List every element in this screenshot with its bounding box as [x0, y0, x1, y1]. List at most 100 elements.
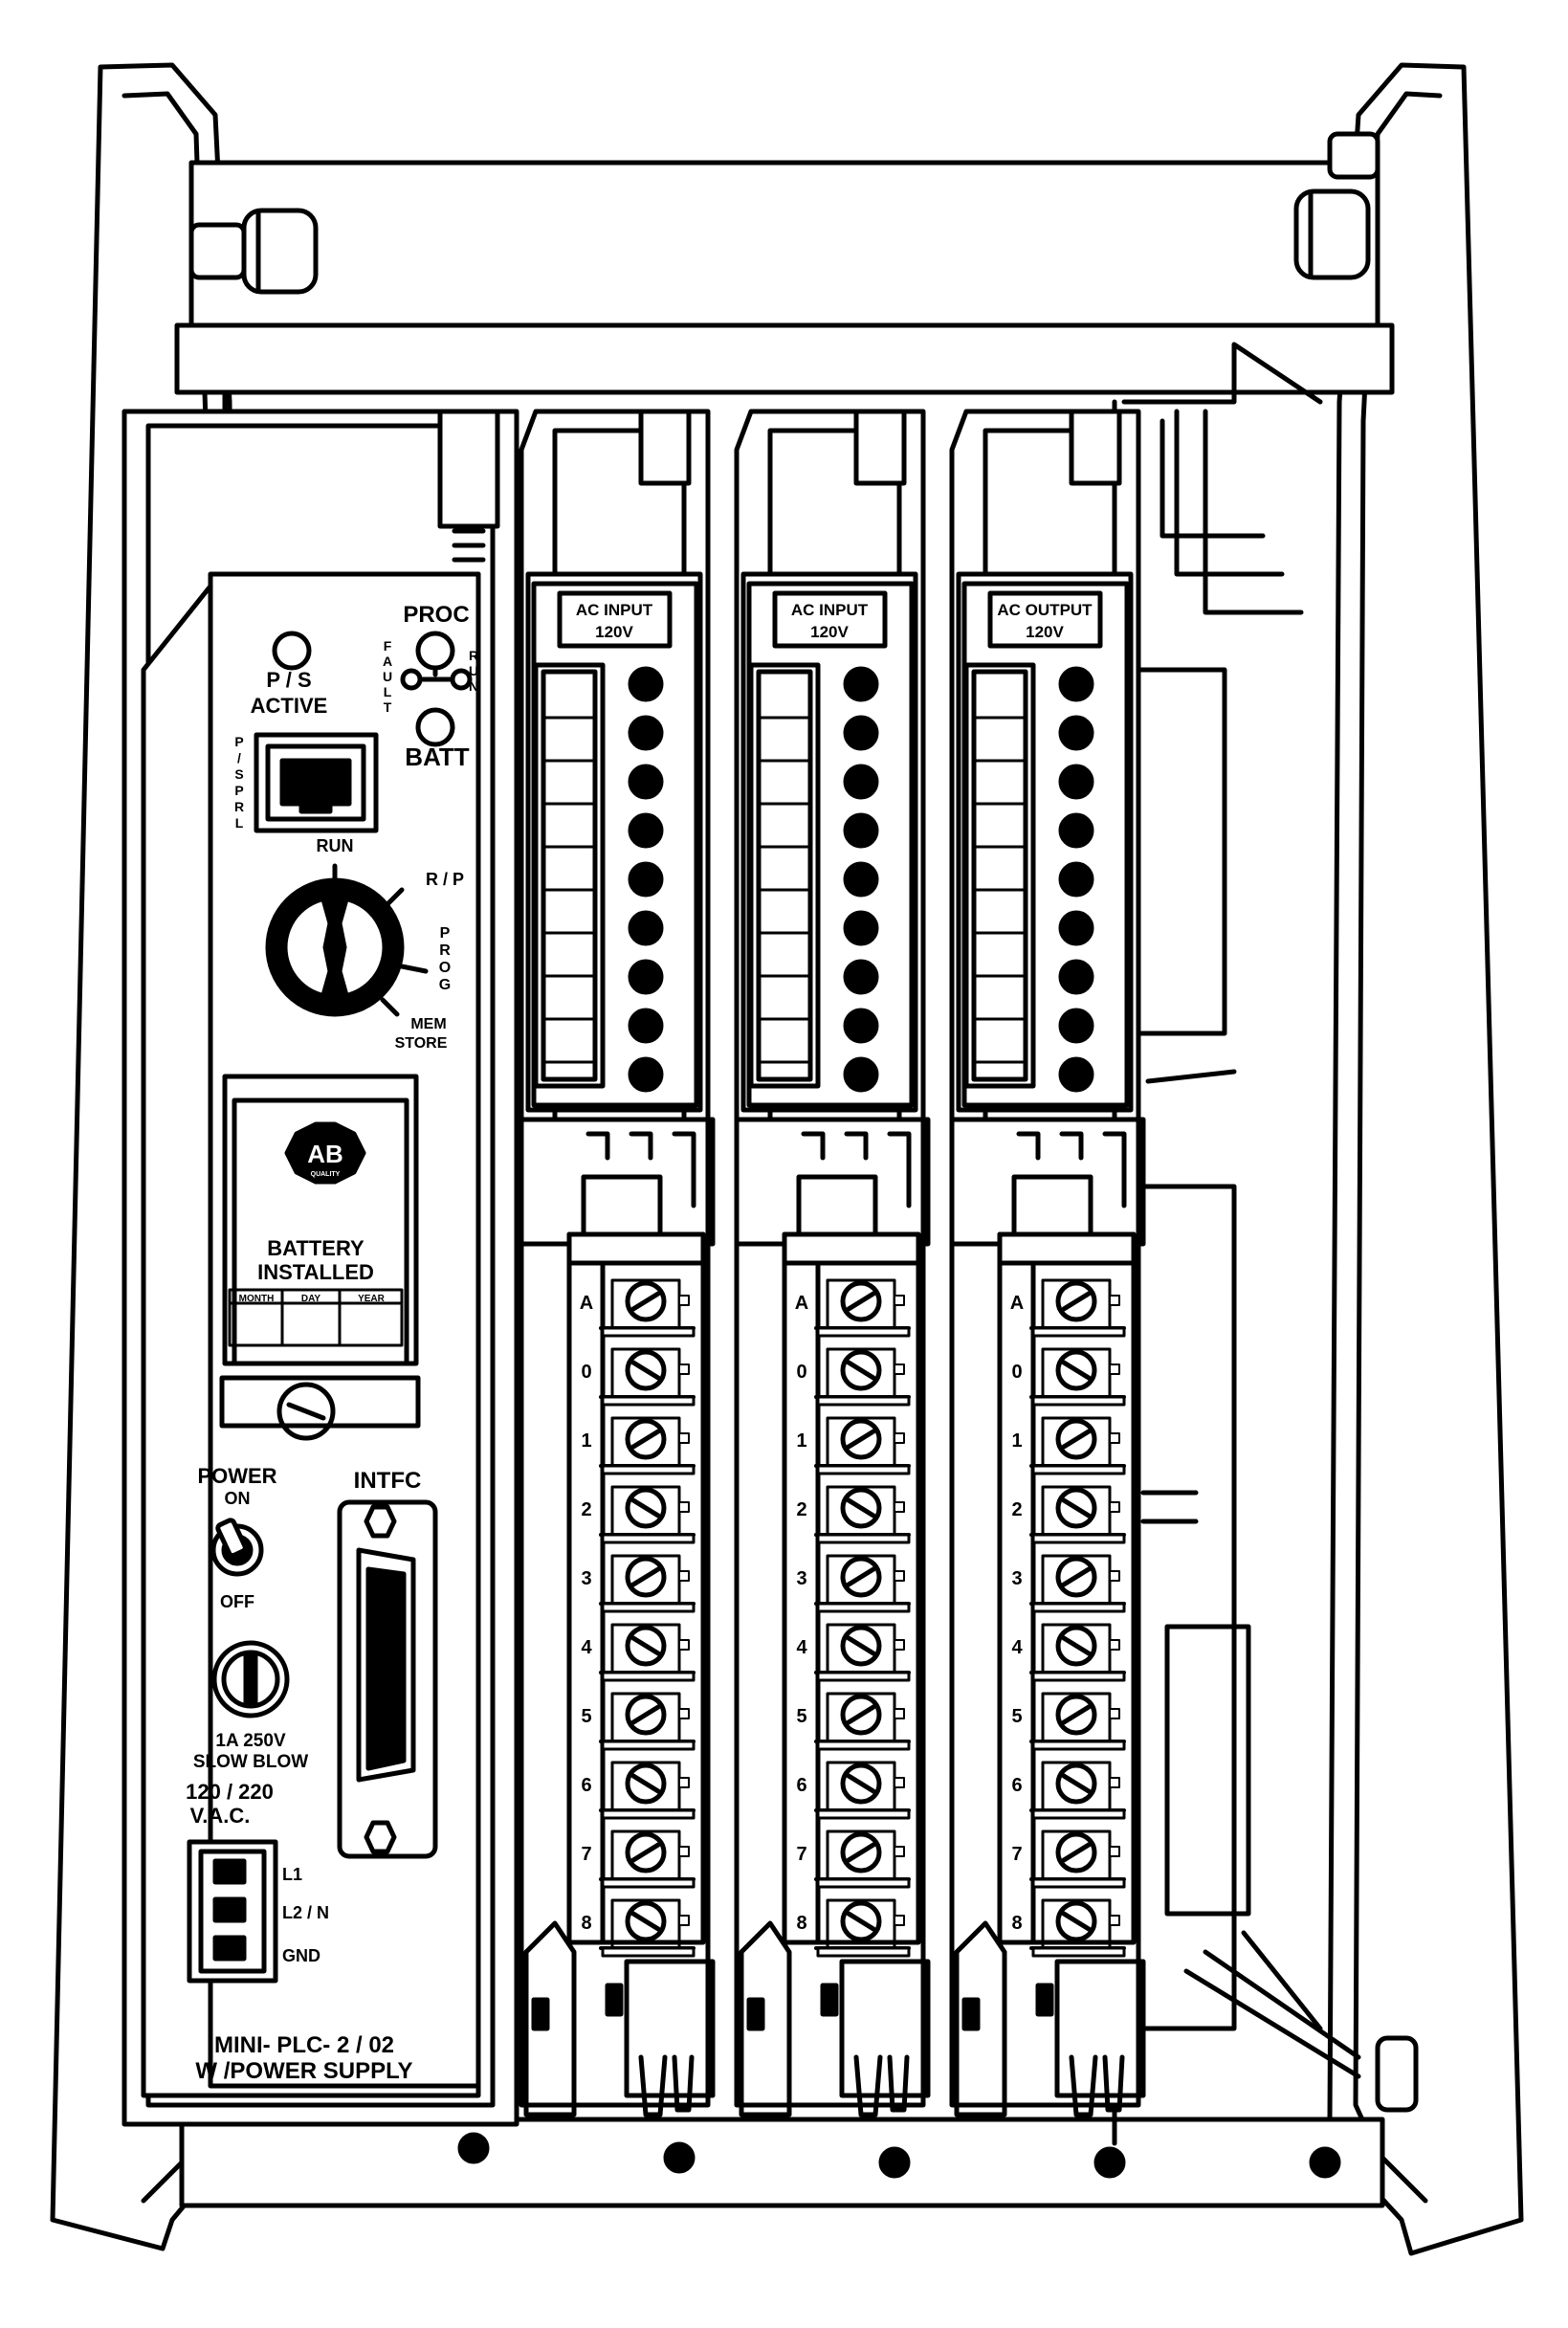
terminal-label-8: 8 [581, 1913, 591, 1934]
status-led [628, 715, 664, 751]
proc-label: PROC [403, 602, 469, 628]
status-led [1058, 1008, 1094, 1044]
fuse-holder[interactable] [211, 1640, 290, 1718]
terminal-label-7: 7 [1011, 1844, 1022, 1865]
fuse-label-1: 1A 250V [215, 1731, 286, 1751]
ab-logo-sub: QUALITY [311, 1171, 341, 1178]
processor-module: P / S ACTIVE PROC F A U L T R U N BATT P… [121, 409, 519, 2127]
terminal-label-7: 7 [581, 1844, 591, 1865]
module-title: AC OUTPUT [997, 601, 1093, 619]
mounting-holes [457, 2132, 1341, 2179]
terminal-label-5: 5 [581, 1706, 591, 1727]
status-led [628, 959, 664, 995]
batt-led [415, 707, 455, 747]
terminal-label-0: 0 [581, 1362, 591, 1383]
battery-col-year: YEAR [358, 1294, 386, 1304]
svg-text:R: R [234, 799, 244, 814]
module-title: AC INPUT [576, 601, 653, 619]
status-led [1058, 910, 1094, 946]
thumb-screw-right [1293, 131, 1380, 280]
status-led [843, 812, 879, 849]
status-led [1058, 861, 1094, 898]
terminal-label-6: 6 [581, 1775, 591, 1796]
battery-col-month: MONTH [239, 1294, 275, 1304]
svg-text:P: P [234, 734, 243, 749]
thumb-screw-left [188, 208, 319, 295]
terminal-label-6: 6 [796, 1775, 806, 1796]
battery-col-day: DAY [301, 1294, 321, 1304]
status-led [1058, 715, 1094, 751]
ab-logo: AB [307, 1140, 343, 1168]
terminal-label-3: 3 [1011, 1568, 1022, 1589]
psprl-label: P / S P R L [234, 734, 244, 831]
psprl-port[interactable] [254, 732, 379, 833]
module-label-box [557, 590, 673, 649]
empty-slot [1112, 342, 1361, 2146]
proc-led [415, 631, 455, 671]
status-led [843, 666, 879, 702]
status-led [843, 715, 879, 751]
power-label: POWER [197, 1464, 276, 1488]
module-voltage: 120V [595, 623, 633, 641]
svg-text:L: L [235, 815, 244, 831]
battery-label-1: BATTERY [267, 1236, 364, 1260]
fuse-label-2: SLOW BLOW [193, 1752, 308, 1772]
voltage-label-1: 120 / 220 [186, 1780, 274, 1804]
terminal-l1: L1 [282, 1865, 302, 1884]
module-label-box [987, 590, 1103, 649]
intfc-connector[interactable] [337, 1499, 438, 1859]
terminal-gnd: GND [282, 1946, 320, 1965]
terminal-label-5: 5 [796, 1706, 806, 1727]
status-led [843, 910, 879, 946]
fault-label: F [384, 638, 392, 654]
ps-active-label: P / S [266, 668, 311, 692]
terminal-label-1: 1 [796, 1430, 806, 1452]
key-prog-label: P R O G [439, 925, 451, 993]
terminal-label-1: 1 [1011, 1430, 1022, 1452]
key-rp-label: R / P [426, 870, 464, 889]
status-led [628, 1008, 664, 1044]
svg-text:U: U [469, 663, 478, 678]
terminal-label-3: 3 [796, 1568, 806, 1589]
terminal-label-0: 0 [1011, 1362, 1022, 1383]
power-switch[interactable] [210, 1518, 264, 1577]
module-title: AC INPUT [791, 601, 869, 619]
terminal-label-0: 0 [796, 1362, 806, 1383]
svg-text:S: S [234, 766, 243, 782]
power-terminal-block[interactable] [187, 1839, 278, 1984]
key-run-label: RUN [317, 836, 354, 855]
svg-text:G: G [439, 977, 451, 993]
chassis-frame [50, 62, 1524, 2256]
terminal-label-8: 8 [796, 1913, 806, 1934]
status-led [628, 1056, 664, 1093]
terminal-label-A: A [580, 1293, 593, 1314]
status-led [843, 1056, 879, 1093]
terminal-label-4: 4 [796, 1637, 807, 1658]
terminal-label-1: 1 [581, 1430, 591, 1452]
status-led [1058, 666, 1094, 702]
terminal-label-3: 3 [581, 1568, 591, 1589]
power-off-label: OFF [220, 1592, 254, 1611]
terminal-label-4: 4 [1011, 1637, 1023, 1658]
ps-active-label-2: ACTIVE [251, 694, 328, 718]
battery-label-2: INSTALLED [257, 1260, 374, 1284]
run-label: R [469, 648, 478, 663]
terminal-label-8: 8 [1011, 1913, 1022, 1934]
fault-led [400, 668, 423, 691]
keyswitch[interactable] [265, 863, 429, 1017]
status-led [1058, 1056, 1094, 1093]
model-label-2: W /POWER SUPPLY [195, 2058, 412, 2084]
run-led [450, 668, 473, 691]
svg-text:T: T [384, 699, 392, 715]
terminal-l2n: L2 / N [282, 1903, 329, 1922]
terminal-label-4: 4 [581, 1637, 592, 1658]
svg-text:/: / [237, 750, 241, 765]
module-voltage: 120V [1026, 623, 1064, 641]
key-mem-label: MEM [410, 1016, 446, 1032]
power-on-label: ON [225, 1489, 251, 1508]
terminal-label-2: 2 [796, 1499, 806, 1520]
